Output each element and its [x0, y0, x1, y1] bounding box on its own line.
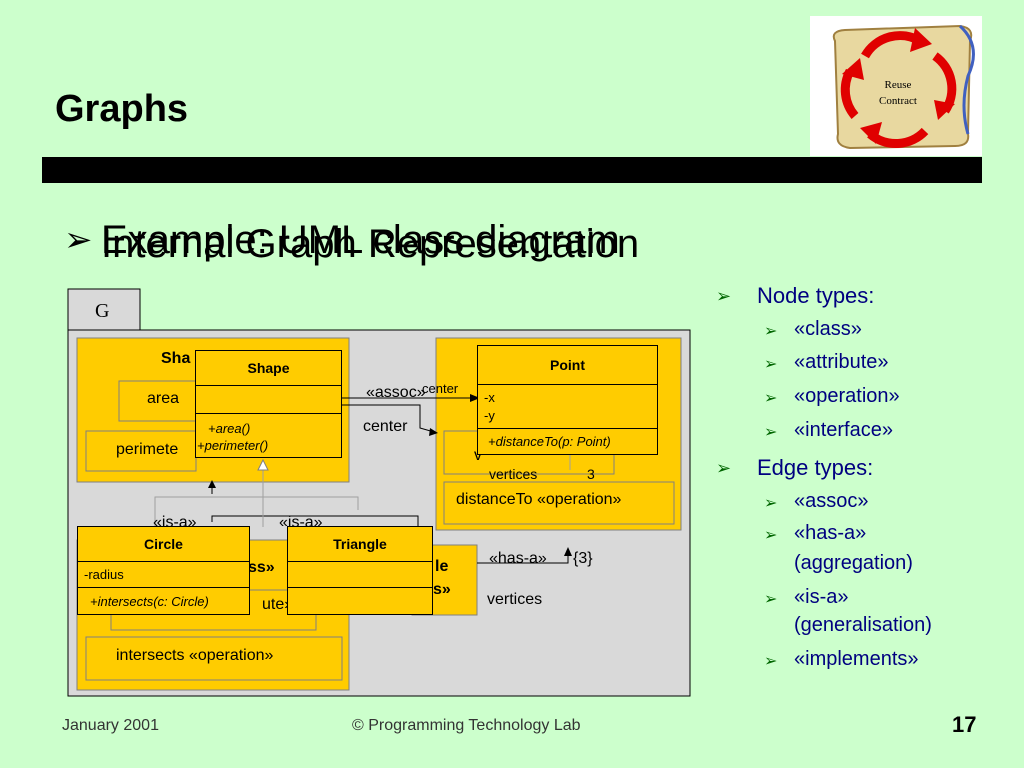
bullet-arrow-icon: ➢	[716, 458, 732, 478]
right-list-item: ➢ «is-a»	[764, 586, 849, 609]
bullet-arrow-icon: ➢	[764, 323, 778, 340]
v-fragment-label: v	[474, 447, 482, 464]
bullet-arrow-icon: ➢	[764, 356, 778, 373]
reuse-contract-logo: Reuse Contract	[810, 16, 982, 156]
uml-class-point-attrs: -x -y	[478, 385, 657, 429]
uml-op-distanceto: +distanceTo(p: Point)	[488, 434, 611, 449]
perimeter-node-label: perimete	[116, 441, 179, 458]
right-list-item: ➢ «implements»	[764, 648, 919, 671]
slide-title: Graphs	[55, 88, 189, 130]
has-a-multiplicity-label: {3}	[573, 550, 593, 567]
uml-class-shape: Shape +area() +perimeter()	[195, 350, 342, 458]
right-list-item: ➢ Node types:	[716, 283, 875, 309]
title-divider-bar	[42, 157, 982, 183]
has-a-edge-label: «has-a»	[489, 550, 547, 567]
circle-group-fragment: ss»	[248, 559, 275, 576]
area-node-label: area	[147, 390, 180, 407]
uml-class-triangle: Triangle	[287, 526, 433, 615]
right-list-item-text: «has-a»	[794, 522, 867, 544]
right-list-item-text: (aggregation)	[794, 552, 913, 574]
center-small-label: center	[422, 381, 459, 396]
right-list-item-text: Node types:	[757, 283, 875, 308]
uml-op-perimeter: +perimeter()	[197, 438, 269, 453]
uml-class-point: Point -x -y +distanceTo(p: Point)	[477, 345, 658, 455]
right-list-item: ➢ Edge types:	[716, 455, 874, 481]
right-list-item-text: «is-a»	[794, 586, 849, 608]
heading-bullet-icon: ➢	[64, 221, 93, 259]
bullet-arrow-icon: ➢	[764, 495, 778, 512]
right-list-item: ➢ «assoc»	[764, 490, 869, 513]
distanceto-operation-label: distanceTo «operation»	[456, 491, 622, 508]
uml-op-area: +area()	[208, 421, 251, 436]
bullet-arrow-icon: ➢	[716, 286, 732, 306]
page-number: 17	[952, 712, 977, 737]
heading-front: Internal Graph Representation	[101, 222, 640, 266]
logo-text-contract: Contract	[879, 95, 917, 107]
uml-class-triangle-name: Triangle	[288, 527, 432, 562]
graph-tab-label: G	[95, 300, 110, 322]
triangle-group-fragment-2: s»	[433, 581, 451, 598]
right-list-item-text: «class»	[794, 318, 862, 340]
right-list-item: ➢ «attribute»	[764, 351, 889, 374]
bullet-arrow-icon: ➢	[764, 591, 778, 608]
right-list-item-text: «implements»	[794, 648, 919, 670]
right-list-item-text: «attribute»	[794, 351, 889, 373]
footer-date: January 2001	[62, 717, 159, 734]
assoc-edge-label: «assoc»	[366, 384, 426, 401]
bullet-arrow-icon: ➢	[764, 527, 778, 544]
uml-attr-x: -x	[484, 390, 495, 405]
right-list-item: (aggregation)	[794, 552, 913, 575]
heading-behind: Example: UML class diagram	[101, 218, 620, 262]
uml-attr-radius: -radius	[78, 562, 249, 588]
uml-class-shape-attrs	[196, 386, 341, 414]
right-list-item-text: (generalisation)	[794, 614, 932, 636]
area-node-box	[118, 380, 200, 422]
right-list-item-text: «interface»	[794, 419, 893, 441]
vertices-edge-label: vertices	[487, 591, 543, 608]
right-list-item: ➢ «interface»	[764, 419, 893, 442]
uml-class-shape-name: Shape	[196, 351, 341, 386]
center-edge-label: center	[363, 418, 408, 435]
graph-tab	[67, 288, 141, 331]
uml-class-circle-name: Circle	[78, 527, 249, 562]
uml-class-point-name: Point	[478, 346, 657, 385]
logo-text-reuse: Reuse	[885, 79, 912, 91]
uml-op-intersects: +intersects(c: Circle)	[90, 594, 209, 609]
bullet-arrow-icon: ➢	[764, 653, 778, 670]
distanceto-operation-box	[443, 481, 675, 525]
right-list-item-text: «operation»	[794, 385, 900, 407]
uml-attr-y: -y	[484, 408, 495, 423]
vertices-small-label: vertices	[489, 466, 538, 482]
shape-node-label: Sha	[161, 350, 191, 367]
right-list-item-text: «assoc»	[794, 490, 869, 512]
right-list-item: ➢ «has-a»	[764, 522, 867, 545]
intersects-operation-box	[85, 636, 343, 681]
right-list-item: ➢ «class»	[764, 318, 862, 341]
right-list-item-text: Edge types:	[757, 455, 874, 480]
uml-class-shape-ops: +area() +perimeter()	[196, 414, 341, 458]
triangle-group-fragment: le	[435, 558, 449, 575]
intersects-operation-label: intersects «operation»	[116, 647, 274, 664]
attribute-fragment: ute»	[262, 596, 294, 613]
footer-copyright: © Programming Technology Lab	[352, 717, 581, 734]
uml-class-triangle-attrs	[288, 562, 432, 588]
right-list-item: (generalisation)	[794, 614, 932, 637]
bullet-arrow-icon: ➢	[764, 390, 778, 407]
right-list-item: ➢ «operation»	[764, 385, 900, 408]
uml-class-triangle-ops	[288, 588, 432, 615]
bullet-arrow-icon: ➢	[764, 424, 778, 441]
uml-class-circle: Circle -radius +intersects(c: Circle)	[77, 526, 250, 615]
multiplicity-three-label: 3	[587, 466, 595, 482]
